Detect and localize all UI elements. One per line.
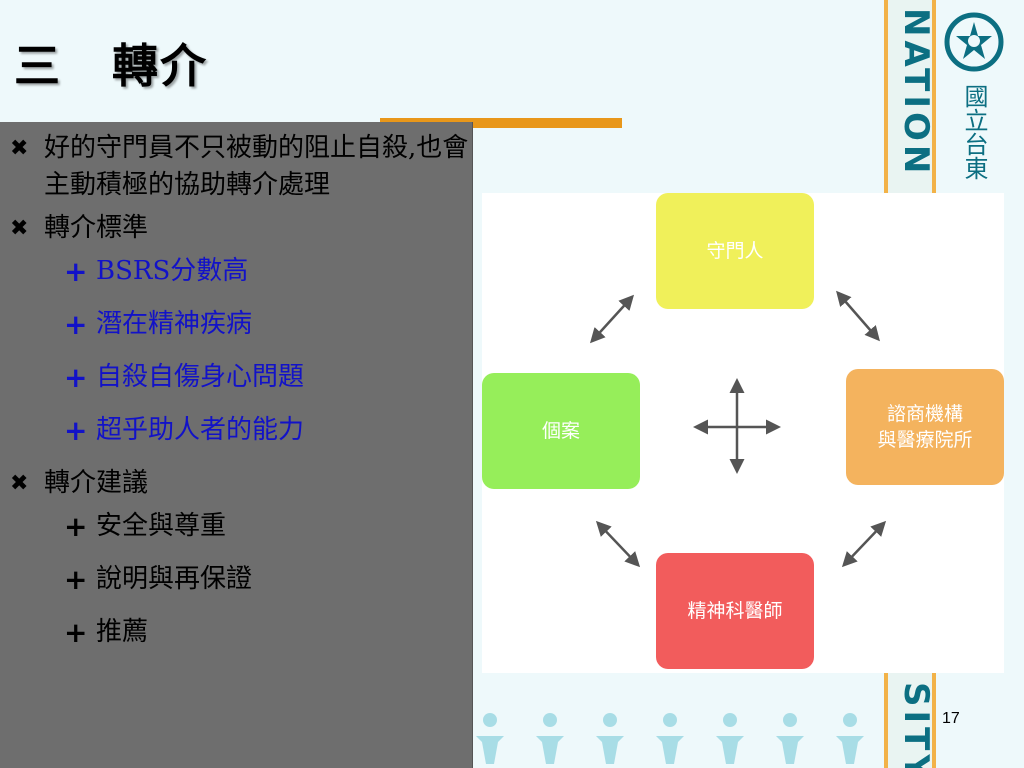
node-counseling-medical: 諮商機構與醫療院所 [846, 369, 1004, 485]
banner-text-top: NATION [896, 8, 936, 178]
arrow-bottom-right [841, 520, 887, 568]
referral-diagram: 守門人 個案 諮商機構與醫療院所 精神科醫師 [482, 193, 1004, 673]
bullet-item: ✖ 好的守門員不只被動的阻止自殺,也會主動積極的協助轉介處理 [10, 130, 470, 204]
bullet-item: ✖ 轉介建議 [10, 465, 470, 502]
slide-title: 三轉介 [14, 30, 208, 96]
plus-icon: + [64, 414, 88, 447]
plus-icon: + [64, 308, 88, 341]
x-mark-icon: ✖ [10, 136, 29, 161]
node-gatekeeper: 守門人 [656, 193, 814, 309]
x-mark-icon: ✖ [10, 471, 29, 496]
diagram-arrows [589, 290, 887, 568]
sub-bullet-text: 超乎助人者的能力 [96, 415, 305, 445]
arrow-top-left [589, 294, 635, 344]
node-psychiatrist: 精神科醫師 [656, 553, 814, 669]
bullet-panel: ✖ 好的守門員不只被動的阻止自殺,也會主動積極的協助轉介處理 ✖ 轉介標準 + … [0, 122, 473, 768]
bullet-list: ✖ 好的守門員不只被動的阻止自殺,也會主動積極的協助轉介處理 ✖ 轉介標準 + … [10, 130, 470, 667]
bullet-item: ✖ 轉介標準 [10, 210, 470, 247]
plus-icon: + [64, 510, 88, 543]
arrow-top-right [836, 290, 880, 342]
plus-icon: + [64, 563, 88, 596]
sub-bullet-item: + BSRS分數高 [64, 253, 470, 290]
banner-text-bottom: SITY [896, 682, 936, 768]
sub-bullet-text: BSRS分數高 [96, 256, 249, 286]
arrow-bottom-left [595, 520, 641, 568]
x-mark-icon: ✖ [10, 216, 29, 241]
sub-bullet-item: + 超乎助人者的能力 [64, 412, 470, 449]
sub-bullet-item: + 潛在精神疾病 [64, 306, 470, 343]
node-right-line1: 諮商機構 [886, 403, 963, 425]
title-number: 三 [14, 39, 62, 93]
university-logo-icon [944, 12, 1004, 72]
sub-bullet-item: + 自殺自傷身心問題 [64, 359, 470, 396]
bullet-text: 好的守門員不只被動的阻止自殺,也會主動積極的協助轉介處理 [44, 133, 469, 200]
plus-icon: + [64, 361, 88, 394]
node-right-line2: 與醫療院所 [877, 429, 973, 451]
emblem-text: 國立台東 [960, 84, 988, 180]
sub-bullet-text: 說明與再保證 [96, 564, 253, 594]
node-case: 個案 [482, 373, 640, 489]
sub-bullet-text: 潛在精神疾病 [96, 309, 253, 339]
sub-bullet-item: + 安全與尊重 [64, 508, 470, 545]
title-accent-bar [380, 118, 622, 128]
sub-bullet-text: 自殺自傷身心問題 [96, 362, 305, 392]
title-text: 轉介 [112, 39, 208, 93]
bullet-text: 轉介建議 [44, 468, 149, 498]
bullet-text: 轉介標準 [44, 213, 149, 243]
sub-bullet-item: + 說明與再保證 [64, 561, 470, 598]
page-number: 17 [942, 710, 960, 727]
plus-icon: + [64, 616, 88, 649]
sub-bullet-item: + 推薦 [64, 614, 470, 651]
decorative-people-pattern [476, 713, 864, 764]
plus-icon: + [64, 255, 88, 288]
sub-bullet-text: 推薦 [96, 617, 149, 647]
sub-bullet-text: 安全與尊重 [96, 511, 227, 541]
